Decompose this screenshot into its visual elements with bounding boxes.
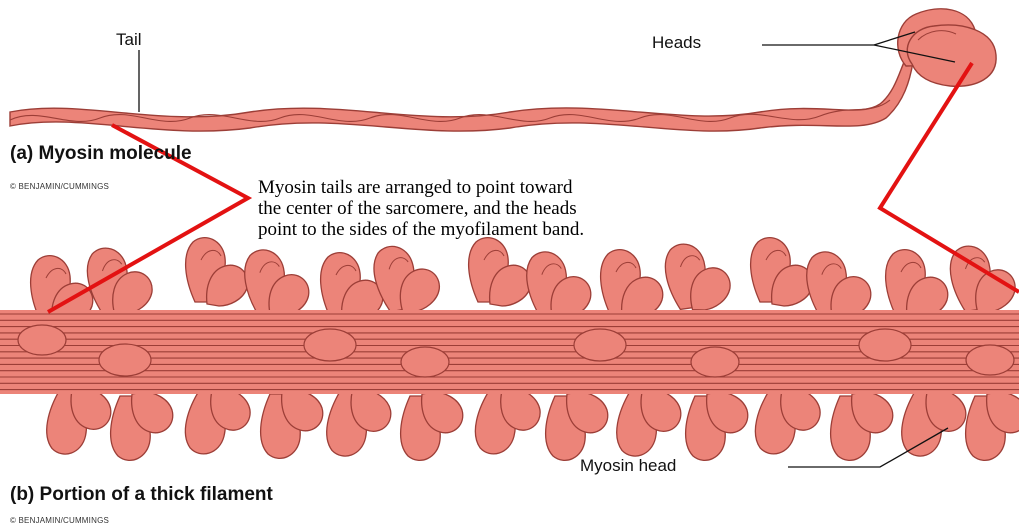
myosin-head-label: Myosin head — [580, 456, 676, 476]
annotation-text: Myosin tails are arranged to point towar… — [258, 177, 584, 240]
filament-credit: © BENJAMIN/CUMMINGS — [10, 516, 109, 525]
thick-filament — [0, 238, 1019, 467]
myosin-tail — [10, 60, 913, 131]
myosin-head-lower — [907, 25, 996, 86]
thick-filament-caption: (b) Portion of a thick filament — [10, 484, 273, 506]
lower-heads — [44, 383, 1019, 460]
annotation-line-1: Myosin tails are arranged to point towar… — [258, 177, 584, 198]
tail-label: Tail — [116, 30, 142, 50]
molecule-credit: © BENJAMIN/CUMMINGS — [10, 182, 109, 191]
myosin-molecule-caption: (a) Myosin molecule — [10, 143, 192, 165]
myosin-molecule — [10, 9, 996, 131]
heads-label: Heads — [652, 33, 701, 53]
annotation-line-3: point to the sides of the myofilament ba… — [258, 219, 584, 240]
annotation-line-2: the center of the sarcomere, and the hea… — [258, 198, 584, 219]
